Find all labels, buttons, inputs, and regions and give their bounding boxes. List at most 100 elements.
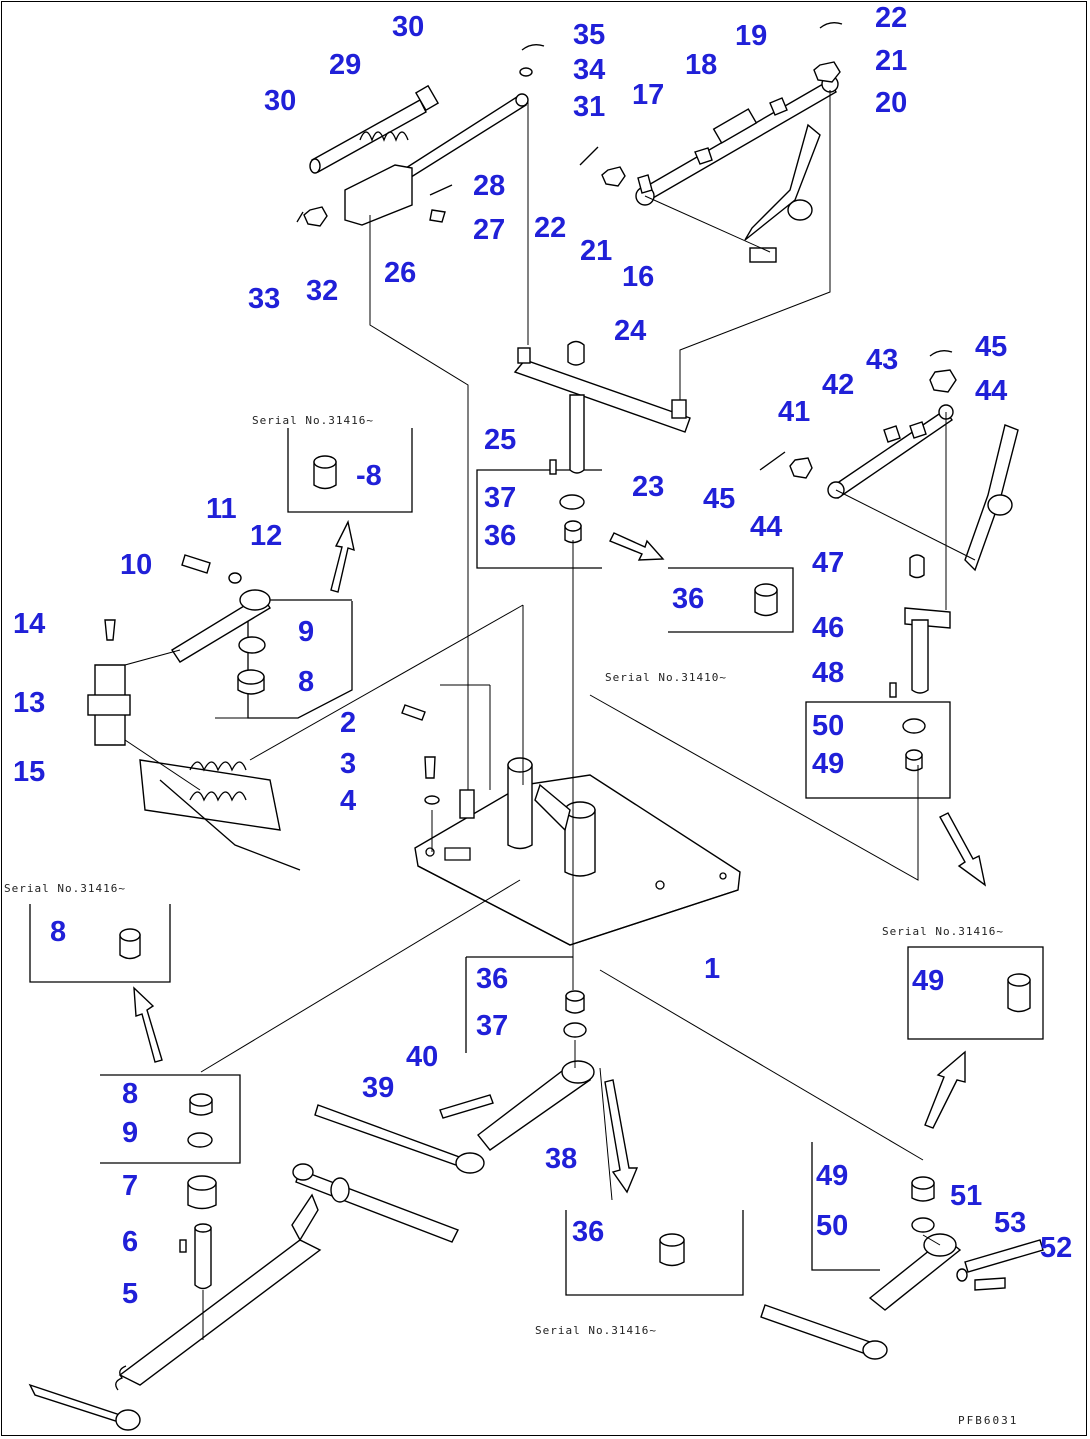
- bushing-icon: [754, 583, 778, 617]
- callout-25: 25: [484, 424, 516, 456]
- callout-8-lower: 8: [122, 1078, 138, 1110]
- callout-51: 51: [950, 1180, 982, 1212]
- arrow-down-icon: [604, 1079, 639, 1194]
- callout-7: 7: [122, 1170, 138, 1202]
- callout-35: 35: [573, 19, 605, 51]
- callout-10: 10: [120, 549, 152, 581]
- bushing-icon: [905, 749, 923, 772]
- callout-23: 23: [632, 471, 664, 503]
- callout-3: 3: [340, 748, 356, 780]
- callout-34: 34: [573, 54, 605, 86]
- callout-37-box: 37: [484, 482, 516, 514]
- arrow-up-icon: [330, 519, 355, 593]
- callout-49-box: 49: [812, 748, 844, 780]
- nut-icon: [601, 166, 626, 187]
- arrow-down-icon: [939, 812, 987, 887]
- callout-31: 31: [573, 91, 605, 123]
- callout-2: 2: [340, 707, 356, 739]
- callout-49-serial: 49: [912, 965, 944, 997]
- callout-14: 14: [13, 608, 45, 640]
- bushing-icon: [564, 520, 582, 544]
- callout-1: 1: [704, 953, 720, 985]
- callout-43: 43: [866, 344, 898, 376]
- bushing-icon: [637, 174, 653, 194]
- bolt-icon: [104, 619, 116, 641]
- arrow-right-icon: [609, 532, 665, 561]
- callout-36-lower: 36: [476, 963, 508, 995]
- bushing-icon: [119, 928, 141, 960]
- callout-21-right: 21: [875, 45, 907, 77]
- callout-52: 52: [1040, 1232, 1072, 1264]
- callout-45-right: 45: [975, 331, 1007, 363]
- bushing-icon: [313, 455, 337, 490]
- callout-36-serial: 36: [672, 583, 704, 615]
- callout-15: 15: [13, 756, 45, 788]
- callout-49-lower: 49: [816, 1160, 848, 1192]
- callout-30-top: 30: [392, 11, 424, 43]
- serial-note-left: Serial No.31416~: [4, 882, 126, 895]
- callout-8-serial-left: 8: [50, 916, 66, 948]
- serial-note-bottom: Serial No.31416~: [535, 1324, 657, 1337]
- callout-36-box: 36: [484, 520, 516, 552]
- callout-30-left: 30: [264, 85, 296, 117]
- nut-icon: [929, 369, 957, 393]
- callout-17: 17: [632, 79, 664, 111]
- serial-note-right: Serial No.31416~: [882, 925, 1004, 938]
- callout-40: 40: [406, 1041, 438, 1073]
- bushing-icon: [911, 1176, 935, 1202]
- callout-8-upper: 8: [298, 666, 314, 698]
- callout-6: 6: [122, 1226, 138, 1258]
- callout-48: 48: [812, 657, 844, 689]
- serial-notes: Serial No.31416~ Serial No.31410~ Serial…: [4, 414, 1016, 1427]
- callout-21-left: 21: [580, 235, 612, 267]
- pin-icon: [549, 459, 557, 475]
- top-lever-assembly: [513, 340, 691, 474]
- callout-45-left: 45: [703, 483, 735, 515]
- callout-26: 26: [384, 257, 416, 289]
- callout-9-lower: 9: [122, 1117, 138, 1149]
- bushing-icon: [659, 1233, 685, 1267]
- callout-36-lower-serial: 36: [572, 1216, 604, 1248]
- callout-32: 32: [306, 275, 338, 307]
- bushing-icon: [237, 669, 265, 695]
- callout-4: 4: [340, 785, 356, 817]
- callout-53: 53: [994, 1207, 1026, 1239]
- callout-16: 16: [622, 261, 654, 293]
- bushing-icon: [883, 425, 901, 443]
- lower-assembly: [28, 1060, 1044, 1431]
- pin-icon: [429, 209, 446, 223]
- nut-icon: [789, 457, 813, 479]
- callout-50-box: 50: [812, 710, 844, 742]
- callout-20: 20: [875, 87, 907, 119]
- bolt-icon: [401, 704, 426, 721]
- callout-18: 18: [685, 49, 717, 81]
- arrow-up-icon: [924, 1050, 966, 1129]
- callout-47: 47: [812, 547, 844, 579]
- callout-50-lower: 50: [816, 1210, 848, 1242]
- callout-13: 13: [13, 687, 45, 719]
- arrow-up-icon: [133, 986, 163, 1063]
- pin-icon: [179, 1239, 187, 1253]
- callout-19: 19: [735, 20, 767, 52]
- callout-28: 28: [473, 170, 505, 202]
- callout-46: 46: [812, 612, 844, 644]
- bolt-icon: [974, 1277, 1006, 1291]
- small-parts: [104, 22, 1031, 1291]
- bushing-icon: [694, 147, 713, 165]
- callout-5: 5: [122, 1278, 138, 1310]
- callout-33: 33: [248, 283, 280, 315]
- bushing-icon: [189, 1093, 213, 1116]
- bushing-icon: [187, 1175, 217, 1210]
- direction-arrows: [133, 519, 987, 1194]
- callout-boxes: [29, 428, 1044, 1296]
- callout-24: 24: [614, 315, 646, 347]
- serial-note-center-right: Serial No.31410~: [605, 671, 727, 684]
- bushing-icon: [1007, 973, 1031, 1013]
- nut-icon: [303, 206, 328, 227]
- nut-icon: [813, 61, 841, 83]
- leader-lines: [124, 90, 976, 1340]
- callout-38: 38: [545, 1143, 577, 1175]
- callout-27: 27: [473, 214, 505, 246]
